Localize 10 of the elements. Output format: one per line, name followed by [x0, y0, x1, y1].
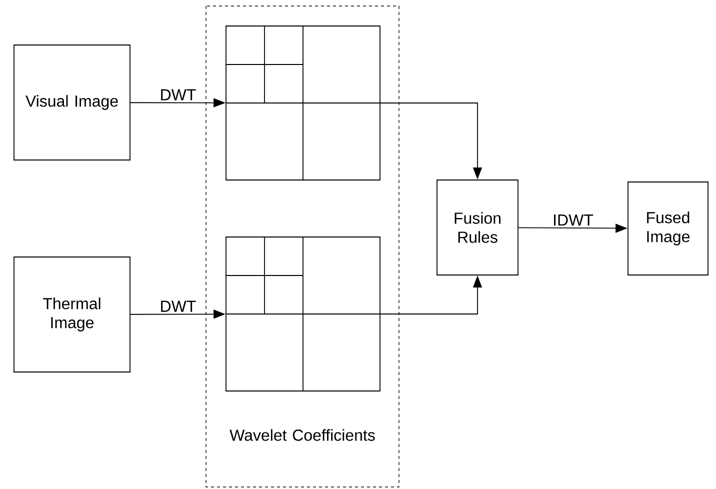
process-box: Fused Image: [628, 182, 708, 276]
wavelet-grid: [226, 236, 380, 392]
edge-label: IDWT: [552, 214, 594, 227]
process-box: Visual Image: [14, 44, 130, 160]
group-frame: Wavelet Coefficients: [206, 6, 400, 488]
edge-label: DWT: [158, 300, 198, 313]
edge-label: DWT: [158, 88, 198, 102]
wavelet-grid: [226, 26, 380, 180]
process-box: Fusion Rules: [436, 180, 518, 276]
process-box: Thermal Image: [14, 256, 130, 372]
